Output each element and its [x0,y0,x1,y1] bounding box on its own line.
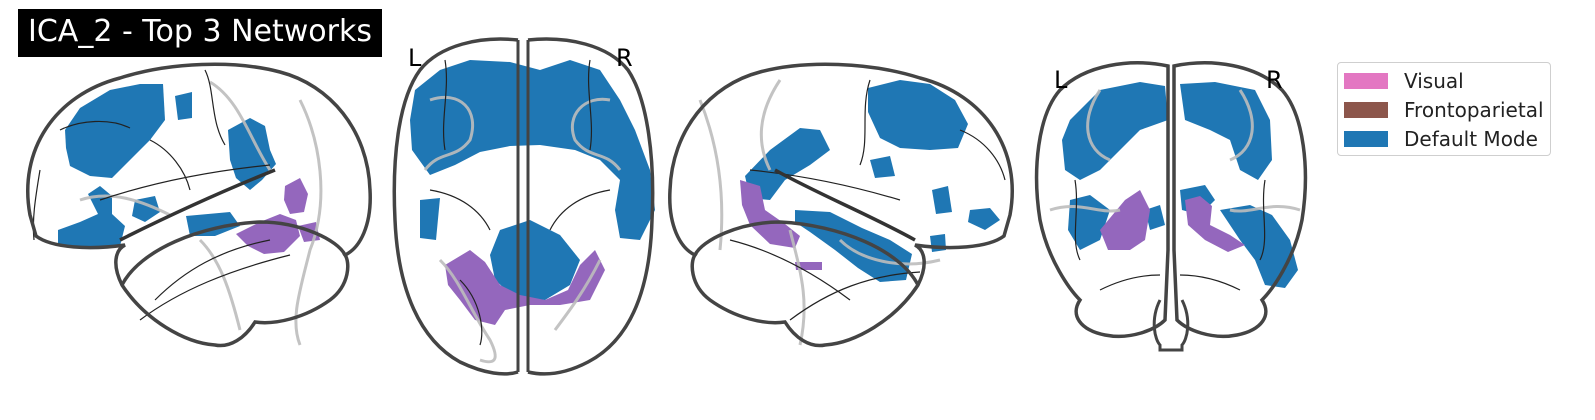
figure-title: ICA_2 - Top 3 Networks [18,9,382,57]
legend-item-default-mode: Default Mode [1344,127,1538,151]
axial-right-label: R [616,44,633,72]
cerebellum-coronal [1152,299,1190,352]
legend-label-frontoparietal: Frontoparietal [1404,98,1544,122]
legend-swatch-frontoparietal [1344,102,1388,118]
legend-swatch-visual [1344,73,1388,89]
sulci-sagittal-right [729,79,1006,321]
legend: Visual Frontoparietal Default Mode [1337,62,1551,156]
temporal-lobe-sagittal-left [120,220,347,286]
default-mode-blobs-axial [410,60,655,300]
sylvian-fissure-sagittal-left [119,168,276,242]
visual-blobs-coronal [1100,190,1245,252]
brain-outline-sagittal-left [26,62,372,348]
sagittal-left-view [26,62,372,348]
sylvian-fissure-sagittal-right [774,168,916,242]
axial-view [392,37,655,376]
coronal-view [1034,61,1308,352]
legend-item-visual: Visual [1344,69,1464,93]
legend-swatch-default-mode [1344,131,1388,147]
legend-label-default-mode: Default Mode [1404,127,1538,151]
sagittal-right-view [668,62,1014,348]
legend-item-frontoparietal: Frontoparietal [1344,98,1544,122]
coronal-left-label: L [1054,66,1068,94]
brain-outline-sagittal-right [668,62,1014,348]
coronal-right-label: R [1266,66,1283,94]
legend-label-visual: Visual [1404,69,1464,93]
default-mode-blobs-coronal [1062,82,1298,288]
axial-left-label: L [408,44,422,72]
visual-blobs-sagittal-left [236,178,320,254]
sulci-axial [429,59,611,346]
gyri-coronal [1049,89,1301,213]
brain-outline-coronal [1034,61,1308,339]
brain-outline-axial [392,37,655,376]
temporal-lobe-sagittal-right [693,220,920,286]
sulci-coronal [1074,179,1266,291]
default-mode-blobs-sagittal-left [58,84,276,248]
visual-blobs-axial [445,250,605,325]
sulci-sagittal-left [32,69,291,321]
default-mode-blobs-sagittal-right [745,80,1000,282]
midline-axial [516,40,530,372]
